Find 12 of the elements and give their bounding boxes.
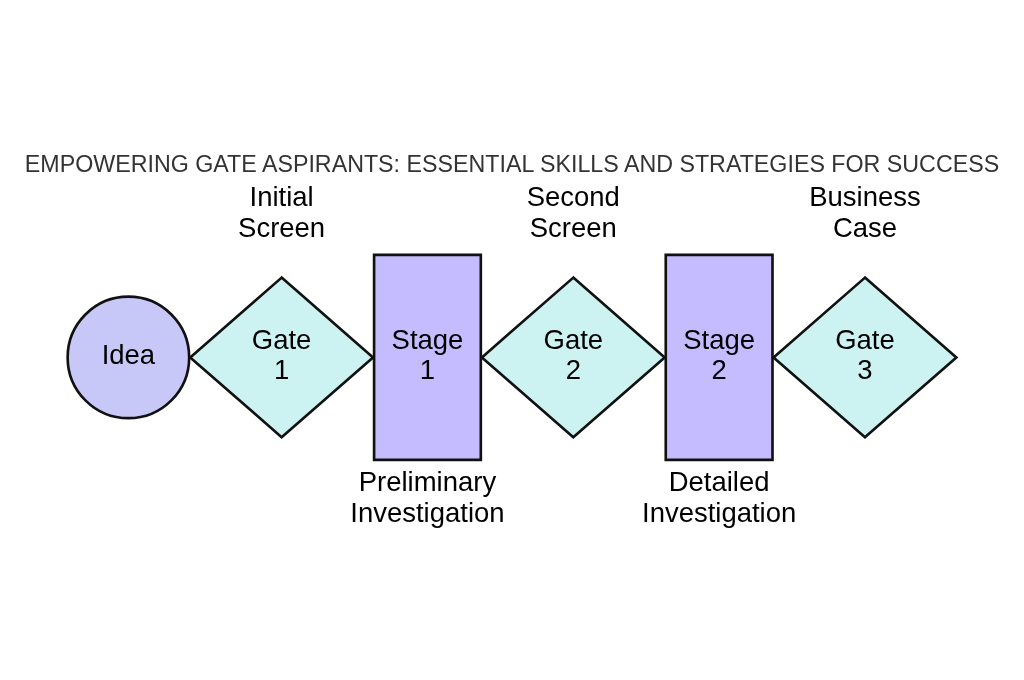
node-diamond: Gate 3 xyxy=(771,275,959,439)
node-label: Second Screen xyxy=(526,180,620,243)
node-diamond: Gate 1 xyxy=(188,275,376,439)
node-label: Preliminary Investigation xyxy=(350,465,505,528)
node-label: Business Case xyxy=(809,180,921,243)
node-label: Initial Screen xyxy=(238,180,326,243)
node-box: Stage 1 xyxy=(372,253,483,461)
node-diamond: Gate 2 xyxy=(479,275,667,439)
node-box: Stage 2 xyxy=(664,253,774,461)
node-circle: Idea xyxy=(66,294,191,419)
diagram-title: EMPOWERING GATE ASPIRANTS: ESSENTIAL SKILLS AND STRATEGIES FOR SUCCESS xyxy=(24,150,1000,177)
node-label: Detailed Investigation xyxy=(642,465,797,528)
